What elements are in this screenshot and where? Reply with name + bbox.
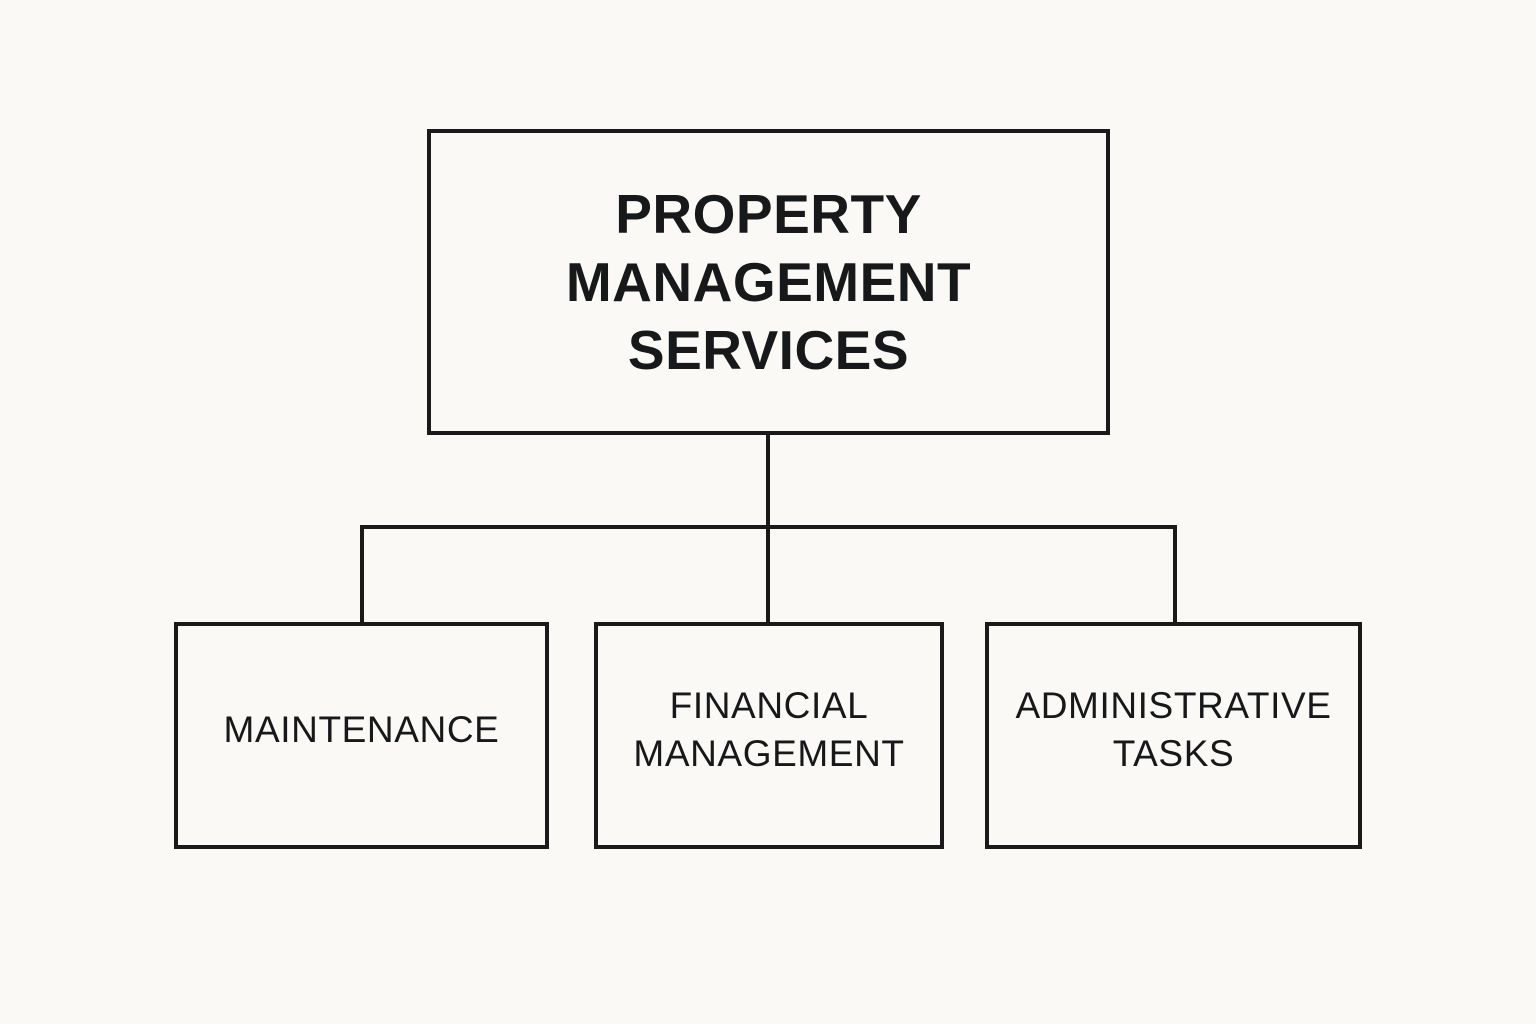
node-property-management-services[interactable]: PROPERTY MANAGEMENT SERVICES <box>427 129 1110 435</box>
node-label-root: PROPERTY MANAGEMENT SERVICES <box>565 182 972 382</box>
node-label-financial-management: FINANCIAL MANAGEMENT <box>633 685 905 774</box>
node-label-maintenance: MAINTENANCE <box>223 708 500 750</box>
node-label-administrative-tasks: ADMINISTRATIVE TASKS <box>1015 685 1332 774</box>
node-administrative-tasks[interactable]: ADMINISTRATIVE TASKS <box>985 622 1362 849</box>
node-maintenance[interactable]: MAINTENANCE <box>174 622 549 849</box>
node-financial-management[interactable]: FINANCIAL MANAGEMENT <box>594 622 944 849</box>
